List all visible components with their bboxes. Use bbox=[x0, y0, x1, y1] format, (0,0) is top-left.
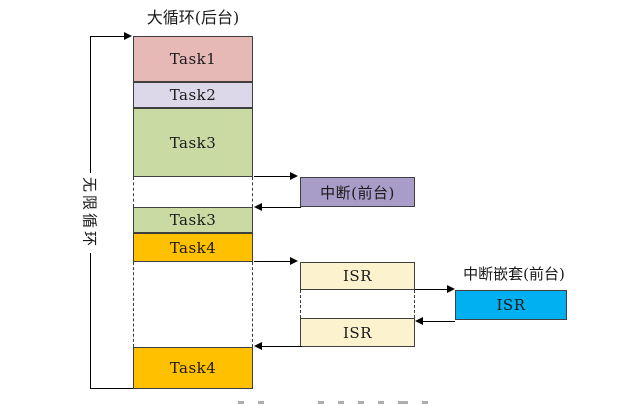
infinite-loop-label: 无限循环 bbox=[77, 172, 103, 254]
isr-gap-right-dashed-line bbox=[414, 290, 415, 318]
task1-label: Task1 bbox=[169, 50, 217, 68]
task3-box-first: Task3 bbox=[133, 108, 253, 177]
arrow-isr-return-to-task4-line bbox=[262, 346, 302, 347]
loop-top-arrowhead-icon bbox=[124, 32, 132, 40]
arrow-task4-to-isr-line bbox=[254, 261, 290, 262]
arrow-isr-to-nested-line bbox=[415, 289, 447, 290]
gap2-left-dashed-line bbox=[133, 262, 134, 347]
arrow-isr-return-to-task4-head-icon bbox=[254, 342, 262, 350]
interrupt-box: 中断(前台) bbox=[300, 177, 415, 207]
arrow-interrupt-return-line bbox=[262, 207, 301, 208]
nested-interrupt-title: 中断嵌套(前台) bbox=[463, 264, 565, 283]
arrow-task3-to-interrupt-head-icon bbox=[290, 172, 298, 180]
task4-box-second: Task4 bbox=[133, 347, 253, 389]
isr-first-label: ISR bbox=[343, 267, 372, 285]
task3-first-label: Task3 bbox=[169, 133, 217, 152]
task4-box-first: Task4 bbox=[133, 233, 253, 262]
loop-bottom-line bbox=[90, 388, 133, 389]
arrow-nested-return-head-icon bbox=[415, 317, 423, 325]
task3-second-label: Task3 bbox=[169, 211, 217, 229]
nested-isr-label: ISR bbox=[496, 296, 526, 314]
task2-label: Task2 bbox=[169, 86, 217, 104]
arrow-task4-to-isr-head-icon bbox=[290, 257, 298, 265]
isr-gap-left-dashed-line bbox=[300, 290, 301, 318]
isr-second-label: ISR bbox=[343, 323, 372, 342]
arrow-interrupt-return-head-icon bbox=[254, 203, 262, 211]
arrow-nested-return-line bbox=[423, 321, 455, 322]
loop-top-line bbox=[90, 36, 124, 37]
nested-isr-box: ISR bbox=[455, 290, 567, 320]
arrow-task3-to-interrupt-line bbox=[254, 176, 290, 177]
task4-first-label: Task4 bbox=[169, 238, 217, 257]
cutoff-caption-fragments bbox=[238, 401, 428, 404]
arrow-isr-to-nested-head-icon bbox=[447, 285, 455, 293]
isr-box-first: ISR bbox=[300, 262, 415, 290]
task2-box: Task2 bbox=[133, 82, 253, 108]
background-loop-title: 大循环(后台) bbox=[146, 8, 240, 27]
task1-box: Task1 bbox=[133, 36, 253, 82]
gap1-right-dashed-line bbox=[252, 177, 253, 207]
gap1-left-dashed-line bbox=[133, 177, 134, 207]
gap2-right-dashed-line bbox=[252, 262, 253, 347]
task3-box-second: Task3 bbox=[133, 207, 253, 233]
isr-box-second: ISR bbox=[300, 318, 415, 347]
interrupt-label: 中断(前台) bbox=[320, 183, 395, 202]
task4-second-label: Task4 bbox=[169, 359, 217, 377]
